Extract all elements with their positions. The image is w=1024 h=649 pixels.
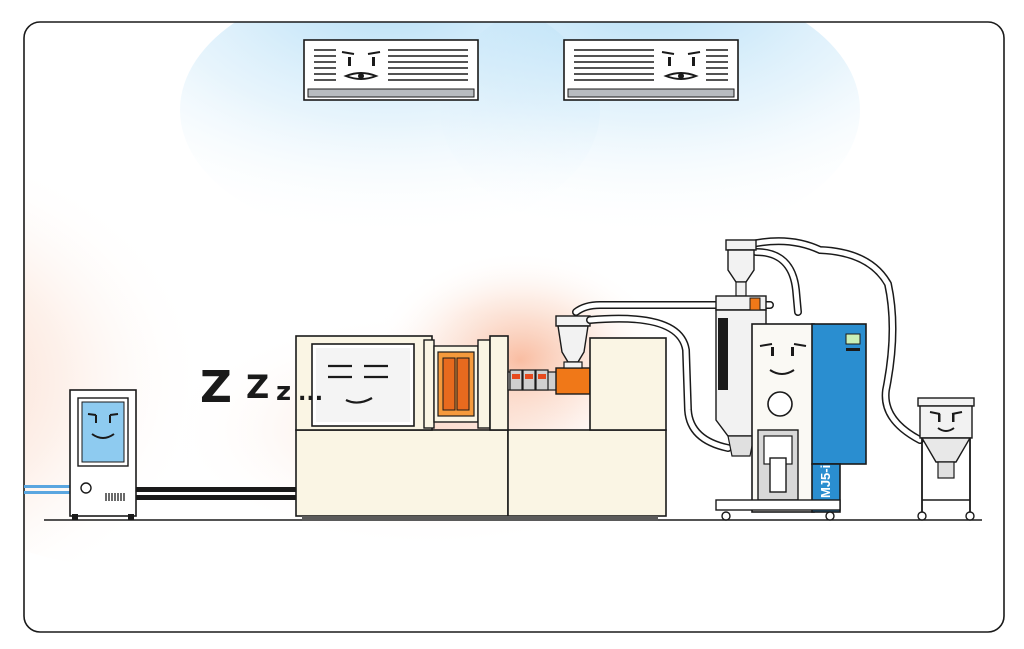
air-conditioner-face-icon bbox=[658, 46, 704, 86]
molding-machine-face-icon bbox=[328, 364, 388, 404]
cool-air-right bbox=[440, 22, 860, 240]
machine-hopper bbox=[555, 315, 591, 369]
sleep-letter-2: Z bbox=[246, 368, 269, 406]
conveying-hoses bbox=[572, 237, 924, 452]
dryer-gauge bbox=[767, 391, 793, 417]
dryer-face-icon bbox=[759, 343, 807, 375]
sleep-indicator: Z Z z ... bbox=[200, 362, 323, 413]
chiller-face-icon bbox=[87, 413, 119, 439]
air-conditioner-right bbox=[563, 39, 739, 101]
material-hopper-stand bbox=[917, 397, 975, 521]
sleep-dots: ... bbox=[298, 381, 323, 406]
chiller-screen bbox=[81, 401, 125, 463]
dryer-brand-label: MJ5-i bbox=[818, 465, 833, 498]
water-pipes bbox=[24, 485, 298, 500]
temperature-controller bbox=[69, 389, 137, 520]
injection-molding-machine bbox=[295, 315, 667, 521]
heater-bands bbox=[509, 369, 549, 391]
dehumidifying-dryer: MJ5-i bbox=[715, 239, 867, 521]
sleep-letter-3: z bbox=[276, 377, 291, 407]
hopper-face-icon bbox=[929, 411, 963, 432]
air-conditioner-face-icon bbox=[338, 46, 384, 86]
air-conditioner-left bbox=[303, 39, 479, 101]
sleep-letter-1: Z bbox=[200, 362, 232, 413]
